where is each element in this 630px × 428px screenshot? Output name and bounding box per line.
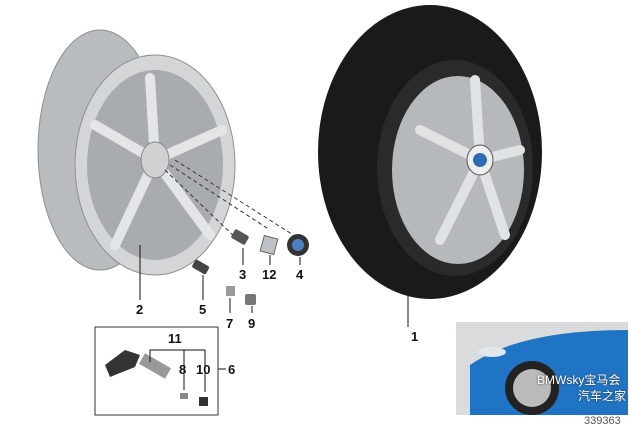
complete-wheel-drawing	[318, 5, 542, 299]
explode-lines	[164, 159, 299, 241]
watermark-line2: 汽车之家	[578, 389, 627, 403]
callout-12: 12	[262, 267, 277, 282]
callout-9: 9	[248, 316, 256, 331]
callout-11: 11	[168, 331, 182, 346]
callout-8: 8	[179, 362, 187, 377]
car-photo	[456, 322, 628, 415]
diagram-number: 339363	[584, 415, 621, 427]
callout-6: 6	[228, 362, 236, 377]
leader-lines	[139, 245, 409, 327]
callout-1: 1	[411, 329, 419, 344]
callout-5: 5	[199, 302, 207, 317]
tpms-box	[94, 326, 226, 416]
callout-10: 10	[196, 362, 211, 377]
callout-2: 2	[136, 302, 144, 317]
callout-7: 7	[226, 316, 234, 331]
rim-drawing	[37, 29, 236, 276]
callout-3: 3	[239, 267, 247, 282]
watermark-line1: BMWsky宝马会	[537, 373, 621, 387]
callout-4: 4	[296, 267, 304, 282]
small-parts	[192, 229, 309, 305]
